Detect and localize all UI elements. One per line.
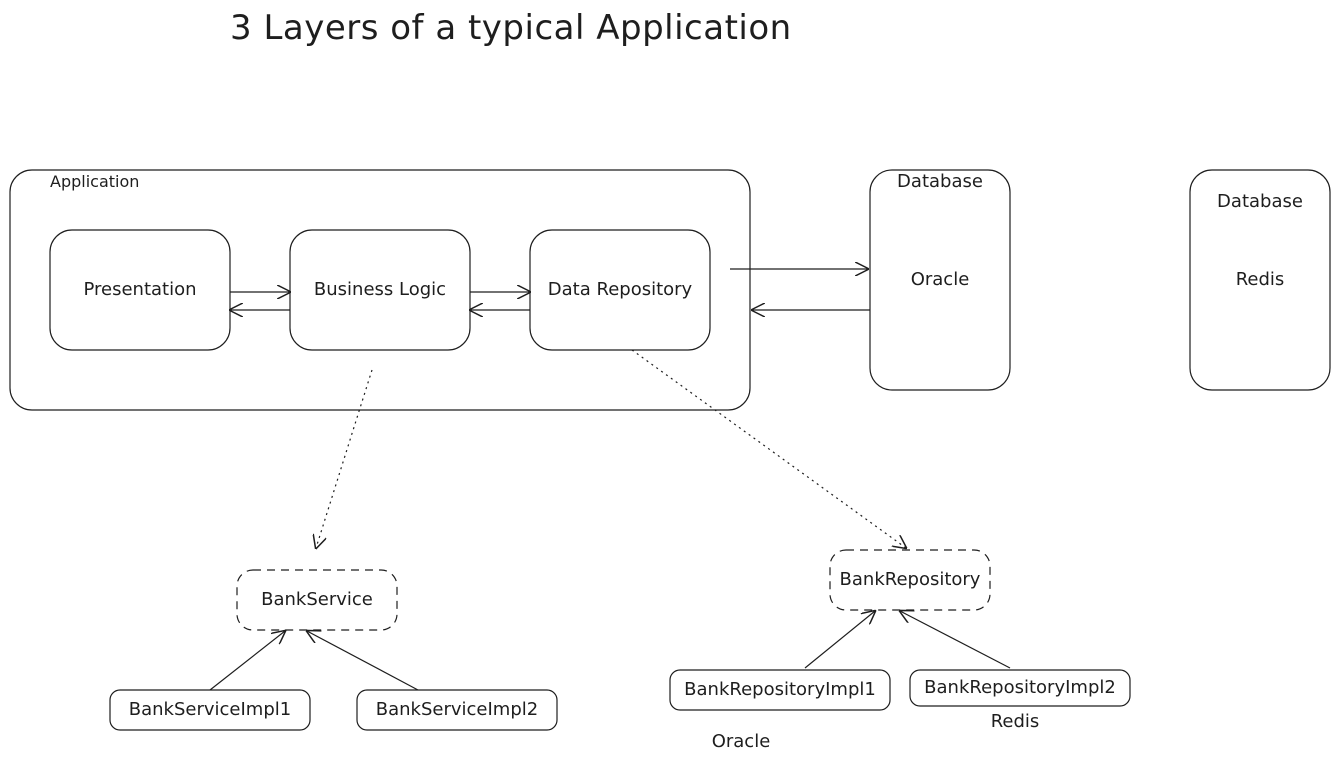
bankserviceimpl2-box: [356, 689, 558, 731]
bankservice-label: BankService: [261, 589, 373, 610]
bankserviceimpl1-label: BankServiceImpl1: [128, 699, 292, 720]
impl2-database-note: Redis: [990, 711, 1040, 732]
bankrepositoryimpl1-box: [669, 669, 891, 711]
impl1-database-note: Oracle: [711, 731, 771, 752]
diagram-title: 3 Layers of a typical Application: [230, 8, 792, 48]
arrow-impl2-to-bankservice: [307, 631, 419, 691]
database-redis-label: Database: [1217, 191, 1303, 212]
bankrepositoryimpl2-label: BankRepositoryImpl2: [924, 677, 1116, 698]
application-container: [9, 169, 751, 411]
oracle-label: Oracle: [910, 269, 970, 290]
business-logic-label: Business Logic: [313, 279, 447, 300]
bankserviceimpl2-label: BankServiceImpl2: [375, 699, 539, 720]
application-label: Application: [50, 172, 140, 191]
database-oracle-label: Database: [897, 171, 983, 192]
bankrepository-label: BankRepository: [839, 569, 981, 590]
dotted-repository-to-bankrepository: [631, 349, 906, 548]
database-redis-container: [1189, 169, 1331, 391]
database-oracle-container: [869, 169, 1011, 391]
bankrepositoryimpl2-box: [909, 669, 1131, 707]
arrow-repoimpl1-to-bankrepository: [804, 611, 875, 669]
arrow-repoimpl2-to-bankrepository: [900, 611, 1011, 669]
bankrepositoryimpl1-label: BankRepositoryImpl1: [684, 679, 876, 700]
presentation-label: Presentation: [83, 279, 197, 300]
arrow-impl1-to-bankservice: [209, 631, 285, 691]
dotted-business-to-bankservice: [316, 369, 373, 548]
redis-label: Redis: [1235, 269, 1285, 290]
presentation-box: [49, 229, 231, 351]
data-repository-label: Data Repository: [547, 279, 693, 300]
